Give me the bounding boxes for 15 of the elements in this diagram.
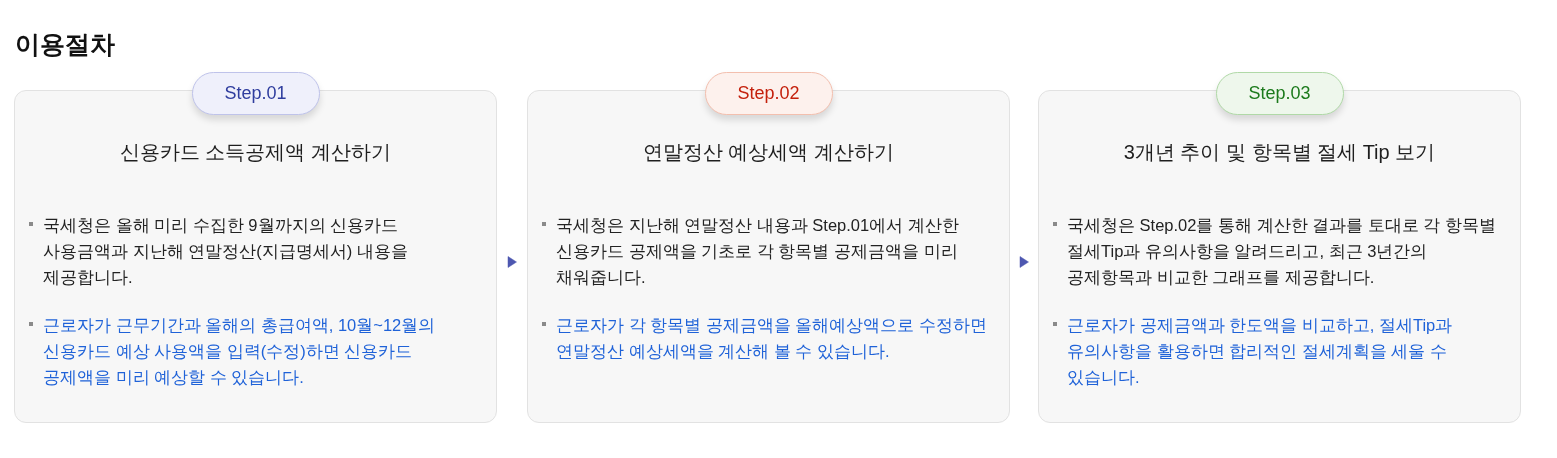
step-badge: Step.01 [191,72,320,115]
bullet-text: 근로자가 공제금액과 한도액을 비교하고, 절세Tip과 유의사항을 활용하면 합리적인 절세계획을 세울 수 있습니다. [1067,315,1454,388]
step-heading: 신용카드 소득공제액 계산하기 [118,140,393,165]
step-heading: 3개년 추이 및 항목별 절세 Tip 보기 [1122,140,1437,165]
step-badge: Step.03 [1215,72,1344,115]
arrow [1019,256,1029,268]
bullet-text: 국세청은 지난해 연말정산 내용과 Step.01에서 계산한 신용카드 공제액을 기초로 각 항목별 공제금액을 미리 채워줍니다. [556,215,960,288]
step-heading: 연말정산 예상세액 계산하기 [641,140,896,165]
bullet-text: 국세청은 Step.02를 통해 계산한 결과를 토대로 각 항목별 절세Tip과 유의사항을 알려드리고, 최근 3년간의 공제항목과 비교한 그래프를 제공합니다. [1067,215,1497,288]
page-title: 이용절차 [15,29,115,60]
bullet-text: 근로자가 각 항목별 공제금액을 올해예상액으로 수정하면 연말정산 예상세액을 계산해 볼 수 있습니다. [556,315,988,362]
bullet-text: 국세청은 올해 미리 수집한 9월까지의 신용카드 사용금액과 지난해 연말정산(지급명세서) 내용을 제공합니다. [43,215,409,288]
bullet-text: 근로자가 근무기간과 올해의 총급여액, 10월~12월의 신용카드 예상 사용액을 입력(수정)하면 신용카드 공제액을 미리 예상할 수 있습니다. [43,315,437,388]
arrow [507,256,517,268]
step-badge: Step.02 [704,72,833,115]
